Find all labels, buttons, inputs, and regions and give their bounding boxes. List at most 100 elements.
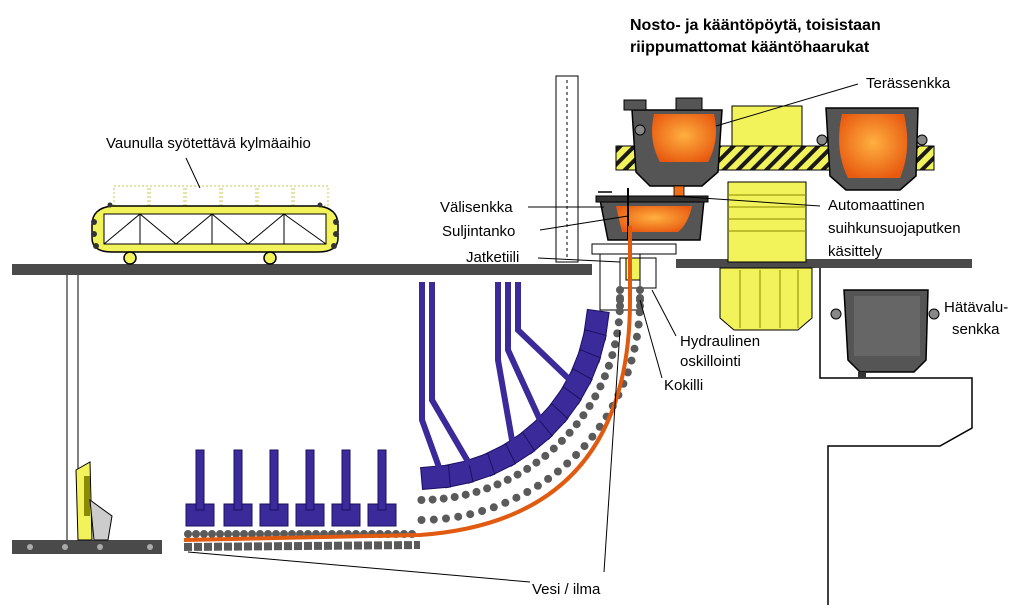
roller xyxy=(429,515,438,524)
roller xyxy=(635,308,644,317)
roller xyxy=(623,368,632,377)
title-line1: Nosto- ja kääntöpöytä, toisistaan xyxy=(630,17,881,34)
leader-lines xyxy=(185,83,859,583)
roller xyxy=(565,428,574,437)
roller xyxy=(572,451,581,459)
roller xyxy=(483,484,492,493)
lower-floor-left xyxy=(12,540,162,554)
roller xyxy=(585,402,594,410)
roller xyxy=(264,530,272,538)
roller xyxy=(501,498,510,507)
label-suljintanko: Suljintanko xyxy=(442,223,515,240)
roller xyxy=(184,530,192,538)
roller xyxy=(232,530,240,538)
roller xyxy=(439,494,448,503)
label-hydraulinen-1: Hydraulinen xyxy=(680,333,760,350)
roller xyxy=(616,296,624,304)
label-terassenkka: Terässenkka xyxy=(866,75,951,92)
roller xyxy=(466,510,475,519)
roller xyxy=(532,458,541,467)
roller xyxy=(632,332,641,341)
label-hydraulinen-2: oskillointi xyxy=(680,353,741,370)
cutting-torch-unit xyxy=(75,461,113,541)
vertical-guide-column xyxy=(555,75,579,263)
support-column xyxy=(66,275,79,540)
roller xyxy=(417,496,426,504)
roller xyxy=(256,530,264,538)
roller xyxy=(614,318,623,327)
roller xyxy=(563,459,572,468)
tundish-icon xyxy=(595,188,709,241)
cold-billet-car-icon xyxy=(91,185,339,265)
roller xyxy=(248,530,256,538)
roller xyxy=(224,530,232,538)
label-vesi-ilma: Vesi / ilma xyxy=(532,581,601,598)
spray-header xyxy=(420,464,451,491)
roller xyxy=(489,503,498,512)
roller xyxy=(454,512,463,521)
rollers-outer xyxy=(184,286,644,538)
steel-ladle-icon xyxy=(623,97,723,199)
upper-floor-left xyxy=(12,264,592,275)
emergency-ladle-icon xyxy=(830,289,940,378)
car-chain-dots xyxy=(91,202,339,249)
roller xyxy=(428,495,437,504)
roller xyxy=(493,480,502,489)
roller xyxy=(627,356,636,365)
roller xyxy=(200,530,208,538)
roller xyxy=(541,451,550,460)
roller xyxy=(549,444,558,453)
roller xyxy=(596,382,605,391)
roller xyxy=(523,488,532,496)
label-jatketiili: Jatketiili xyxy=(466,249,519,266)
ladle-turret xyxy=(719,105,813,331)
roller xyxy=(208,530,216,538)
roller xyxy=(216,530,224,538)
label-automaattinen-3: käsittely xyxy=(828,243,883,260)
roller xyxy=(553,467,562,476)
roller xyxy=(544,474,553,483)
roller xyxy=(442,514,450,523)
roller xyxy=(512,493,521,502)
label-automaattinen-2: suihkunsuojaputken xyxy=(828,220,961,237)
roller xyxy=(272,530,280,538)
roller xyxy=(595,422,604,431)
roller xyxy=(472,487,481,496)
roller xyxy=(533,481,542,490)
rollers-inner xyxy=(417,286,624,504)
roller xyxy=(636,286,644,294)
roller xyxy=(240,530,248,538)
label-hatavalu-2: senkka xyxy=(952,321,1000,338)
label-hatavalu-1: Hätävalu- xyxy=(944,299,1008,316)
spray-cooling-headers xyxy=(185,308,610,527)
roller xyxy=(557,436,566,445)
roller xyxy=(478,507,487,515)
roller xyxy=(450,493,459,501)
label-valisenkka: Välisenkka xyxy=(440,199,513,216)
roller xyxy=(616,286,624,294)
floor-bolts xyxy=(27,544,153,550)
roller xyxy=(513,470,522,479)
label-kylmaaihio: Vaunulla syötettävä kylmäaihio xyxy=(106,135,311,152)
spray-pipes-lower xyxy=(195,449,387,511)
roller xyxy=(588,432,597,441)
spray-pipes-upper xyxy=(419,282,573,472)
roller xyxy=(608,351,617,360)
roller xyxy=(615,307,624,316)
billet-outlines xyxy=(113,185,329,207)
roller xyxy=(634,320,643,329)
upper-floor-right xyxy=(676,259,972,268)
roller xyxy=(630,344,639,353)
roller xyxy=(591,392,600,401)
roller xyxy=(604,361,613,370)
label-automaattinen-1: Automaattinen xyxy=(828,197,925,214)
mould-boxes xyxy=(591,243,677,311)
roller xyxy=(503,475,512,484)
roller xyxy=(572,420,581,429)
roller xyxy=(600,372,609,381)
steel-strand xyxy=(183,226,632,542)
label-kokilli: Kokilli xyxy=(664,377,703,394)
strand-bottom-rollers xyxy=(183,541,421,551)
roller xyxy=(611,340,619,349)
